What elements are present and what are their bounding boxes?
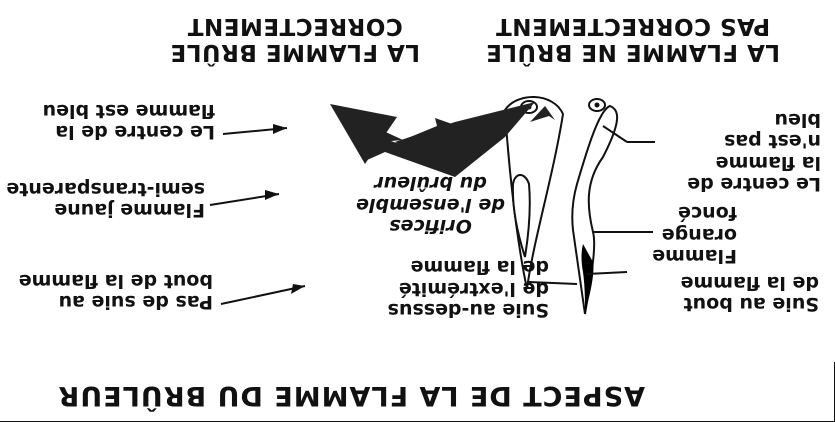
label-soot-tip-line-2: de la flamme xyxy=(680,271,819,294)
correct-flame xyxy=(503,96,565,290)
arrow-shaft xyxy=(395,102,535,177)
label-center-not-blue-line-2: la flamme xyxy=(715,151,821,174)
label-middle-soot-line-1: Suie au-dessus xyxy=(387,299,549,321)
label-soot-tip: Suie au bout de la flamme xyxy=(680,271,819,315)
label-center-not-blue-line-3: n'est pas xyxy=(724,130,821,153)
soot-tip xyxy=(581,244,594,314)
label-center-not-blue-line-4: bleu xyxy=(774,109,821,132)
label-middle-soot-line-3: de la flamme xyxy=(410,256,549,279)
label-no-soot: Pas de suie au bout de la flamme xyxy=(18,269,213,313)
pointer-soot-tip xyxy=(586,271,628,275)
orifices-label-line-1: Orifices xyxy=(389,215,472,237)
incorrect-burner-orifice-center xyxy=(594,102,600,108)
correct-flame-blue-core xyxy=(511,174,531,258)
label-soot-tip-line-1: Suie au bout xyxy=(683,293,819,315)
pointer-yellow-flame-head xyxy=(265,190,279,200)
label-no-soot-line-1: Pas de suie au xyxy=(58,291,213,313)
incorrect-heading-line-2: PAS CORRECTEMENT xyxy=(495,13,771,40)
orifices-label-line-2: de l'ensemble xyxy=(356,193,505,216)
label-center-blue-line-2: flamme est bleu xyxy=(42,99,215,122)
pointer-center-not-blue xyxy=(602,125,628,143)
label-center-blue-line-1: Le centre de la xyxy=(55,121,215,143)
pointer-no-soot xyxy=(220,285,306,305)
correct-heading: LA FLAMME BRÛLE CORRECTEMENT xyxy=(170,13,420,65)
incorrect-flame xyxy=(571,98,618,315)
incorrect-flame-outline xyxy=(571,104,618,315)
center-double-arrow xyxy=(330,102,555,177)
label-dark-orange-line-3: foncé xyxy=(678,202,737,225)
label-middle-soot-line-2: de l'extrémité xyxy=(398,277,549,300)
arrow-right-tip xyxy=(330,104,397,164)
orifices-label: Orifices de l'ensemble du brûleur xyxy=(356,172,505,237)
incorrect-heading-line-1: LA FLAMME NE BRÛLE xyxy=(485,39,780,65)
label-yellow-flame-line-1: Flamme jaune xyxy=(54,199,205,221)
label-center-blue: Le centre de la flamme est bleu xyxy=(42,99,215,143)
orifices-label-line-3: du brûleur xyxy=(374,172,487,195)
label-dark-orange-line-2: orange xyxy=(661,223,737,246)
incorrect-heading: LA FLAMME NE BRÛLE PAS CORRECTEMENT xyxy=(486,13,780,65)
label-center-not-blue-line-1: Le centre de xyxy=(687,173,821,195)
label-yellow-flame: Flamme jaune semi-transparente xyxy=(6,177,205,221)
label-center-not-blue: Le centre de la flamme n'est pas bleu xyxy=(687,109,821,195)
pointer-middle-soot xyxy=(528,281,578,285)
correct-heading-line-1: LA FLAMME BRÛLE xyxy=(170,39,420,65)
arrow-left-tip xyxy=(530,106,555,122)
pointer-center-blue-head xyxy=(273,124,287,134)
correct-heading-line-2: CORRECTEMENT xyxy=(187,13,403,40)
page-title: ASPECT DE LA FLAMME DU BRÛLEUR xyxy=(57,380,645,411)
label-dark-orange: Flamme orange foncé xyxy=(652,202,737,267)
pointer-no-soot-head xyxy=(291,284,305,294)
label-dark-orange-line-1: Flamme xyxy=(652,245,737,267)
label-yellow-flame-line-2: semi-transparente xyxy=(6,177,205,200)
label-middle-soot: Suie au-dessus de l'extrémité de la flam… xyxy=(387,256,549,321)
label-no-soot-line-2: bout de la flamme xyxy=(18,269,213,292)
